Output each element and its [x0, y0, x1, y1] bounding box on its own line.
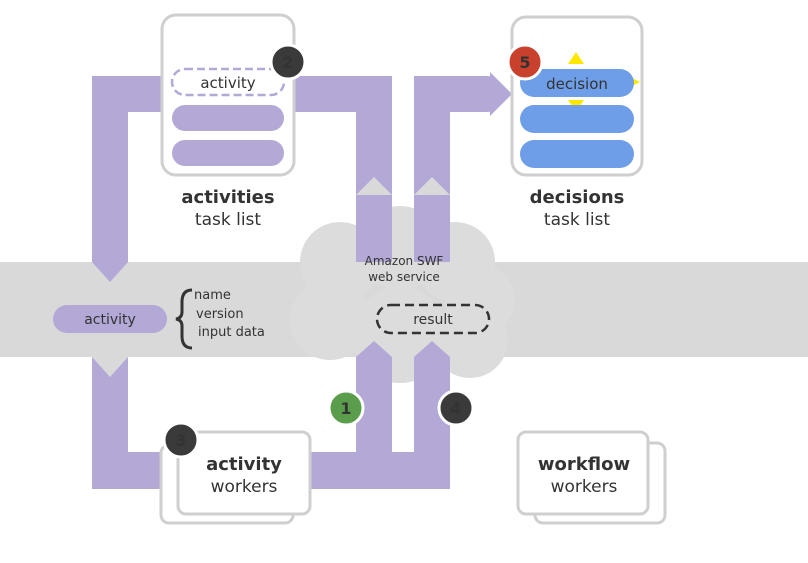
activity-workers-line1: activity [206, 454, 282, 475]
step-badge-5: 5 [506, 43, 544, 81]
step-badge-4: 4 [437, 389, 475, 427]
activity-task-item-label: activity [200, 74, 255, 92]
activities-list-title: activities [181, 187, 274, 208]
detail-input-data: input data [198, 325, 265, 340]
step-number: 4 [450, 399, 461, 418]
step-number: 3 [175, 431, 186, 450]
swf-label-line2: web service [368, 270, 440, 284]
activity-workers-line2: workers [211, 477, 278, 497]
activity-task-item-pending [170, 67, 286, 97]
decision-task-item-label: decision [546, 75, 608, 93]
result-label: result [413, 312, 453, 328]
swf-label-line1: Amazon SWF [365, 254, 444, 268]
activities-list-subtitle: task list [195, 210, 261, 230]
decision-task-item [520, 105, 634, 133]
detail-name: name [194, 288, 231, 303]
workflow-workers-line2: workers [551, 477, 618, 497]
workflow-workers-card [516, 430, 667, 525]
step-number: 2 [282, 53, 293, 72]
activity-workers-card [159, 430, 312, 525]
flow-paths [92, 72, 512, 489]
activity-pill-label: activity [84, 312, 136, 328]
detail-version: version [196, 307, 244, 322]
decisions-task-list-card: decision [510, 15, 644, 177]
step-badge-3: 3 [162, 421, 200, 459]
step-number: 1 [340, 399, 351, 418]
result-pill [375, 303, 491, 335]
activity-task-item [172, 140, 284, 166]
decision-task-item [520, 140, 634, 168]
decision-task-item-active [520, 69, 634, 97]
activity-pill [53, 305, 167, 333]
activities-task-list-card: activity [160, 13, 296, 177]
decisions-list-subtitle: task list [544, 210, 610, 230]
details-brace [175, 288, 193, 350]
swf-cloud [290, 206, 515, 383]
workflow-workers-line1: workflow [538, 454, 630, 475]
activity-task-item [172, 105, 284, 131]
step-badge-1: 1 [327, 389, 365, 427]
decisions-list-title: decisions [530, 187, 625, 208]
step-number: 5 [519, 53, 530, 72]
step-badge-2: 2 [269, 43, 307, 81]
